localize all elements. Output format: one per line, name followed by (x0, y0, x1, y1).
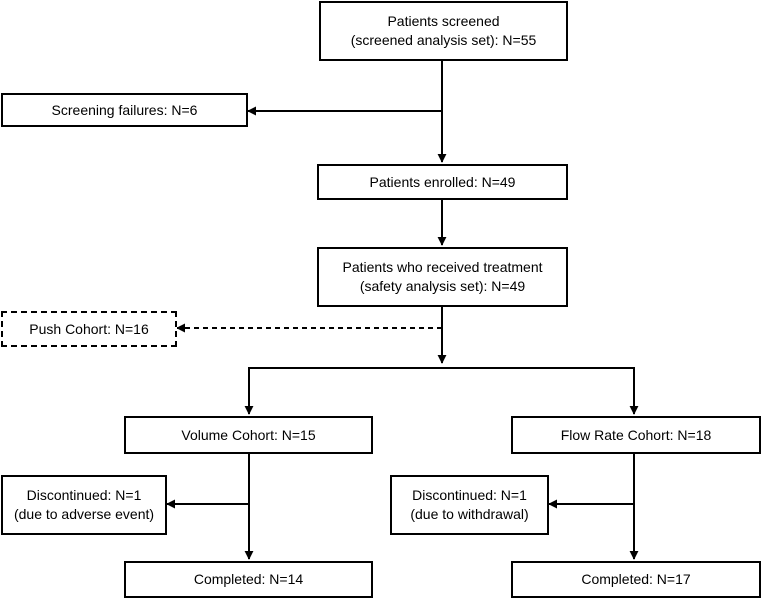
box-label: Patients screened (387, 13, 500, 29)
box-flow-rate-cohort: Flow Rate Cohort: N=18 (511, 416, 761, 454)
box-label: Discontinued: N=1 (412, 487, 527, 503)
box-label: Completed: N=14 (193, 571, 304, 587)
box-volume-completed: Completed: N=14 (124, 561, 373, 598)
box-flow-discontinued: Discontinued: N=1 (due to withdrawal) (390, 475, 549, 535)
box-label: Flow Rate Cohort: N=18 (560, 426, 712, 443)
box-patients-treated: Patients who received treatment (safety … (317, 247, 568, 307)
box-screening-failures: Screening failures: N=6 (1, 93, 248, 127)
box-flow-completed: Completed: N=17 (511, 561, 761, 598)
box-volume-discontinued: Discontinued: N=1 (due to adverse event) (1, 475, 167, 535)
box-label: Discontinued: N=1 (26, 487, 142, 503)
box-push-cohort: Push Cohort: N=16 (1, 311, 177, 347)
box-label: Push Cohort: N=16 (29, 320, 149, 337)
box-label: Volume Cohort: N=15 (181, 426, 316, 443)
box-label: (safety analysis set): N=49 (359, 278, 526, 294)
box-label: Completed: N=17 (581, 571, 691, 587)
box-label: (due to withdrawal) (410, 506, 529, 522)
box-label: (due to adverse event) (13, 506, 155, 522)
box-label: Screening failures: N=6 (51, 101, 198, 118)
box-label: (screened analysis set): N=55 (350, 32, 537, 48)
box-label: Patients enrolled: N=49 (369, 173, 516, 190)
box-volume-cohort: Volume Cohort: N=15 (124, 416, 373, 454)
box-patients-enrolled: Patients enrolled: N=49 (317, 164, 568, 200)
box-patients-screened: Patients screened (screened analysis set… (319, 1, 568, 61)
box-label: Patients who received treatment (342, 259, 543, 275)
